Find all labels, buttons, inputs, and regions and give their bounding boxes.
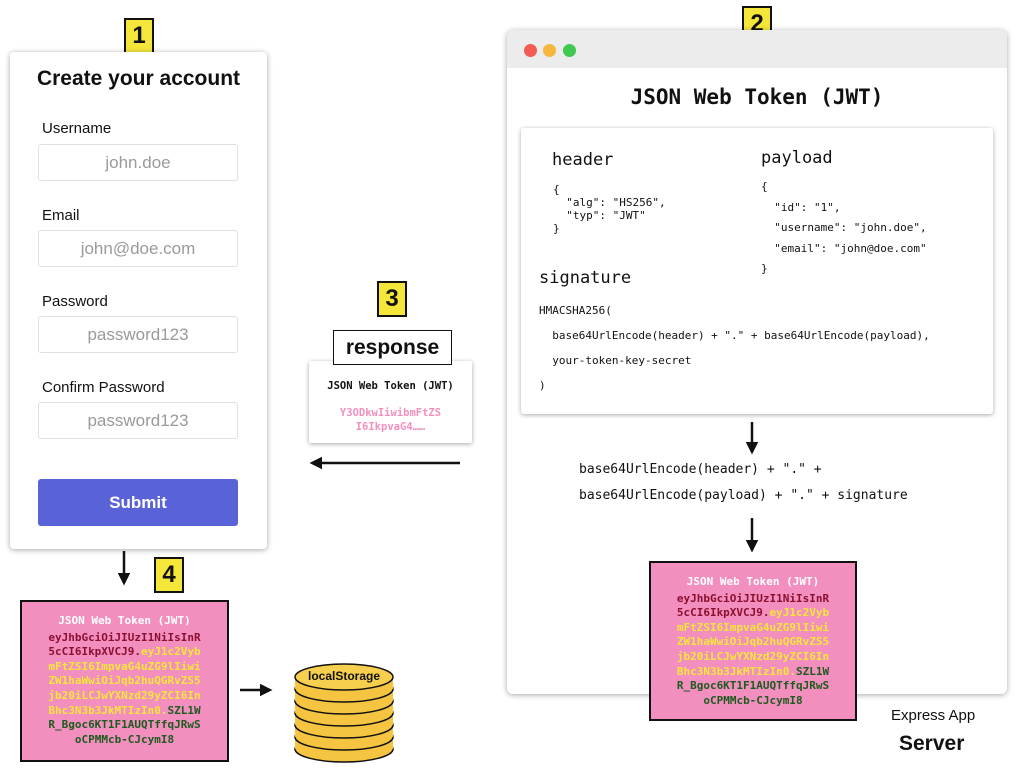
step-badge-1: 1 [124, 18, 154, 54]
response-jwt-title: JSON Web Token (JWT) [327, 380, 454, 392]
database-coins-icon [294, 663, 394, 763]
jwt-header-segment: eyJhbGciOiJIUzI1NiIsInR [676, 591, 830, 605]
jwt-token-line: jb20iLCJwYXNzd29yZCI6In [22, 689, 227, 704]
jwt-payload-segment: ZW1haWwiOiJqb2huQGRvZS5 [676, 635, 830, 649]
email-field[interactable]: john@doe.com [38, 230, 238, 267]
jwt-signature-segment: R_Bgoc6KT1F1AUQTffqJRwS [676, 679, 830, 693]
jwt-payload-segment: jb20iLCJwYXNzd29yZCI6In [676, 649, 830, 663]
password-field[interactable]: password123 [38, 316, 238, 353]
jwt-header-segment: eyJhbGciOiJIUzI1NiIsInR [48, 630, 201, 644]
username-field[interactable]: john.doe [38, 144, 238, 181]
jwt-header-segment: 5cCI6IkpXVCJ9. [48, 645, 142, 659]
jwt-payload-segment: jb20iLCJwYXNzd29yZCI6In [48, 688, 201, 702]
jwt-token-line: ZW1haWwiOiJqb2huQGRvZS5 [651, 635, 855, 650]
confirm-password-label: Confirm Password [42, 379, 165, 396]
jwt-token-line: mFtZSI6ImpvaG4uZG9lIiwi [22, 660, 227, 675]
jwt-signature-segment: SZL1W [167, 703, 201, 717]
jwt-token-line: 5cCI6IkpXVCJ9.eyJ1c2Vyb [22, 645, 227, 660]
maximize-window-icon[interactable] [563, 44, 576, 57]
jwt-token-line: eyJhbGciOiJIUzI1NiIsInR [22, 631, 227, 646]
signature-section-title: signature [539, 268, 632, 288]
client-jwt-token-box: JSON Web Token (JWT) eyJhbGciOiJIUzI1NiI… [20, 600, 229, 762]
close-window-icon[interactable] [524, 44, 537, 57]
jwt-token-line: oCPMMcb-CJcymI8 [22, 733, 227, 748]
form-title: Create your account [36, 67, 241, 90]
jwt-payload-segment: mFtZSI6ImpvaG4uZG9lIiwi [48, 659, 201, 673]
server-label: Server [899, 732, 965, 755]
response-card: JSON Web Token (JWT) Y3ODkwIiwibmFtZS I6… [309, 361, 472, 443]
formula-line-1: base64UrlEncode(header) + "." + [579, 462, 822, 477]
jwt-token-line: Bhc3N3b3JkMTIzIn0.SZL1W [651, 665, 855, 680]
jwt-signature-segment: SZL1W [796, 664, 830, 678]
confirm-password-field[interactable]: password123 [38, 402, 238, 439]
jwt-payload-segment: eyJ1c2Vyb [769, 606, 830, 620]
jwt-token-line: 5cCI6IkpXVCJ9.eyJ1c2Vyb [651, 606, 855, 621]
response-label: response [333, 330, 452, 365]
jwt-payload-segment: mFtZSI6ImpvaG4uZG9lIiwi [676, 620, 830, 634]
jwt-token-line: R_Bgoc6KT1F1AUQTffqJRwS [651, 679, 855, 694]
jwt-signature-segment: oCPMMcb-CJcymI8 [74, 732, 175, 746]
jwt-token-line: jb20iLCJwYXNzd29yZCI6In [651, 650, 855, 665]
jwt-header-segment: 5cCI6IkpXVCJ9. [676, 606, 770, 620]
jwt-signature-segment: R_Bgoc6KT1F1AUQTffqJRwS [48, 718, 201, 732]
payload-section-title: payload [761, 148, 833, 168]
localstorage-label: localStorage [307, 669, 381, 683]
header-section-title: header [552, 150, 614, 170]
password-label: Password [42, 293, 108, 310]
step-badge-4: 4 [154, 557, 184, 593]
jwt-signature-segment: oCPMMcb-CJcymI8 [703, 693, 803, 707]
jwt-payload-segment: ZW1haWwiOiJqb2huQGRvZS5 [48, 674, 201, 688]
server-jwt-title: JSON Web Token (JWT) [686, 575, 820, 588]
client-jwt-title: JSON Web Token (JWT) [58, 614, 191, 627]
jwt-token-line: oCPMMcb-CJcymI8 [651, 694, 855, 709]
jwt-payload-segment: Bhc3N3b3JkMTIzIn0. [48, 703, 168, 717]
express-app-label: Express App [891, 707, 976, 724]
jwt-token-line: R_Bgoc6KT1F1AUQTffqJRwS [22, 718, 227, 733]
response-token-preview: Y3ODkwIiwibmFtZS I6IkpvaG4…… [339, 407, 442, 433]
jwt-token-line: eyJhbGciOiJIUzI1NiIsInR [651, 592, 855, 607]
jwt-structure-panel: header { "alg": "HS256", "typ": "JWT" } … [521, 128, 993, 414]
jwt-window-title: JSON Web Token (JWT) [630, 85, 884, 109]
formula-line-2: base64UrlEncode(payload) + "." + signatu… [579, 488, 908, 503]
signup-form-card: Create your account Username john.doe Em… [10, 52, 267, 549]
email-label: Email [42, 207, 80, 224]
payload-code: { "id": "1", "username": "john.doe", "em… [761, 180, 927, 275]
jwt-token-line: ZW1haWwiOiJqb2huQGRvZS5 [22, 674, 227, 689]
minimize-window-icon[interactable] [543, 44, 556, 57]
signature-code: HMACSHA256( base64UrlEncode(header) + ".… [539, 304, 930, 392]
header-code: { "alg": "HS256", "typ": "JWT" } [553, 183, 666, 235]
jwt-payload-segment: Bhc3N3b3JkMTIzIn0. [676, 664, 797, 678]
jwt-token-line: Bhc3N3b3JkMTIzIn0.SZL1W [22, 704, 227, 719]
browser-title-bar [507, 30, 1007, 68]
server-jwt-token-box: JSON Web Token (JWT) eyJhbGciOiJIUzI1NiI… [649, 561, 857, 721]
username-label: Username [42, 120, 112, 137]
jwt-payload-segment: eyJ1c2Vyb [141, 645, 201, 659]
step-badge-3: 3 [377, 281, 407, 317]
submit-button[interactable]: Submit [38, 479, 238, 526]
server-browser-window: JSON Web Token (JWT) header { "alg": "HS… [507, 30, 1007, 694]
jwt-token-line: mFtZSI6ImpvaG4uZG9lIiwi [651, 621, 855, 636]
